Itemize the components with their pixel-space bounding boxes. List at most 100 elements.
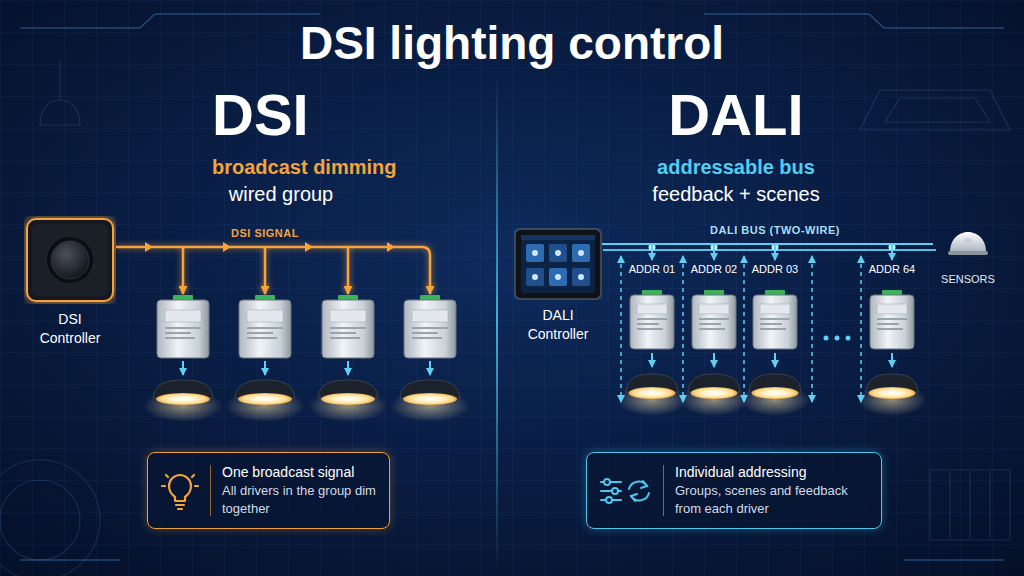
signal-label: DSI SIGNAL (231, 226, 299, 240)
driver-graphic (699, 318, 729, 320)
output-arrow (714, 353, 715, 367)
dsi-driver (404, 295, 456, 358)
info-icon (631, 494, 637, 501)
faint-illustration (0, 460, 100, 576)
output-arrow (892, 353, 893, 367)
info-heading: One broadcast signal (222, 463, 379, 482)
output-arrow (183, 353, 892, 375)
dali-controller-graphic (555, 250, 561, 256)
sensor-graphic (950, 232, 986, 252)
address-label: ADDR 64 (864, 262, 920, 276)
feedback-arrow (621, 256, 861, 402)
sensor-graphic (948, 230, 988, 256)
dsi-signal-wire (182, 247, 185, 294)
luminaire (308, 380, 388, 422)
signal-direction-chevron (145, 242, 395, 252)
dsi-controller-graphic (47, 237, 93, 283)
bus-connector (602, 244, 652, 260)
driver-graphic (870, 295, 914, 349)
bus-connector (602, 243, 933, 245)
sensor-label: SENSORS (933, 272, 1003, 286)
signal-direction-chevron (223, 242, 231, 252)
dali-driver: ADDR 03 (747, 262, 803, 350)
luminaire (740, 374, 810, 416)
section-subtitle: addressable bus (657, 155, 815, 179)
faint-illustration (0, 60, 1010, 576)
driver-graphic (753, 295, 797, 349)
dsi-driver (157, 295, 209, 358)
signal-direction-chevron (145, 242, 153, 252)
info-icon (612, 488, 618, 494)
sensor-graphic (964, 238, 972, 246)
driver-graphic (877, 323, 899, 325)
dsi-controller-graphic (22, 216, 118, 304)
driver-graphic (699, 323, 721, 325)
dali-controller-graphic (521, 235, 595, 293)
driver-graphic (624, 290, 680, 350)
dsi-controller-graphic (24, 216, 116, 304)
dali-driver: ADDR 02 (686, 262, 742, 350)
info-divider (210, 465, 211, 516)
info-icon (162, 475, 198, 486)
diagram-title: DSI lighting control (0, 16, 1024, 70)
dali-controller-graphic (578, 250, 584, 256)
dsi-signal-wire (116, 247, 430, 294)
dali-controller-graphic (578, 274, 584, 280)
dali-driver: ADDR 64 (864, 262, 920, 350)
info-icon (169, 475, 191, 501)
dsi-signal-wire (116, 247, 430, 294)
luminaire (225, 380, 305, 422)
output-arrow (183, 361, 184, 375)
info-icon (176, 505, 184, 509)
info-icon (599, 476, 651, 506)
bus-label: DALI BUS (TWO-WIRE) (710, 223, 840, 237)
info-body: All drivers in the group dim together (222, 482, 379, 518)
info-heading: Individual addressing (675, 463, 871, 482)
driver-graphic (747, 290, 803, 350)
dali-driver: ADDR 01 (624, 262, 680, 350)
dsi-controller: DSI Controller (22, 216, 118, 348)
address-label: ADDR 01 (624, 262, 680, 276)
info-icon (599, 476, 651, 506)
luminaire (857, 374, 927, 416)
signal-direction-chevron (305, 242, 313, 252)
info-icon (606, 497, 612, 503)
section-subtitle: wired group (229, 182, 334, 206)
driver-graphic (760, 318, 790, 320)
driver-graphic (869, 290, 915, 350)
dali-controller-graphic (526, 268, 544, 286)
bus-connector (602, 244, 892, 260)
dali-controller-graphic (555, 274, 561, 280)
dsi-controller-graphic (32, 224, 108, 296)
dali-controller-graphic (572, 268, 590, 286)
ellipsis-dots (824, 336, 829, 341)
driver-graphic (877, 304, 907, 314)
bus-connector (602, 244, 775, 260)
feedback-arrow (620, 256, 622, 402)
luminaire (143, 380, 223, 422)
driver-graphic (686, 290, 742, 350)
driver-graphic (699, 304, 729, 314)
dsi-driver (157, 295, 456, 358)
hud-decoration (20, 14, 320, 28)
luminaire (390, 380, 470, 422)
driver-graphic (760, 328, 786, 330)
faint-illustration (40, 60, 80, 125)
section-heading: DALI (668, 86, 803, 144)
dsi-signal-wire (264, 247, 267, 294)
driver-graphic (692, 295, 736, 349)
address-label: ADDR 03 (747, 262, 803, 276)
sensor: SENSORS (933, 230, 1003, 286)
feedback-arrow (682, 256, 684, 402)
driver-graphic (877, 318, 907, 320)
luminaire (617, 374, 687, 416)
feedback-arrow (860, 256, 862, 402)
faint-illustration (860, 90, 1010, 130)
dsi-controller-graphic (27, 219, 113, 301)
sensor-graphic (948, 251, 988, 255)
driver-graphic (691, 290, 737, 350)
ellipsis-dots (835, 336, 840, 341)
